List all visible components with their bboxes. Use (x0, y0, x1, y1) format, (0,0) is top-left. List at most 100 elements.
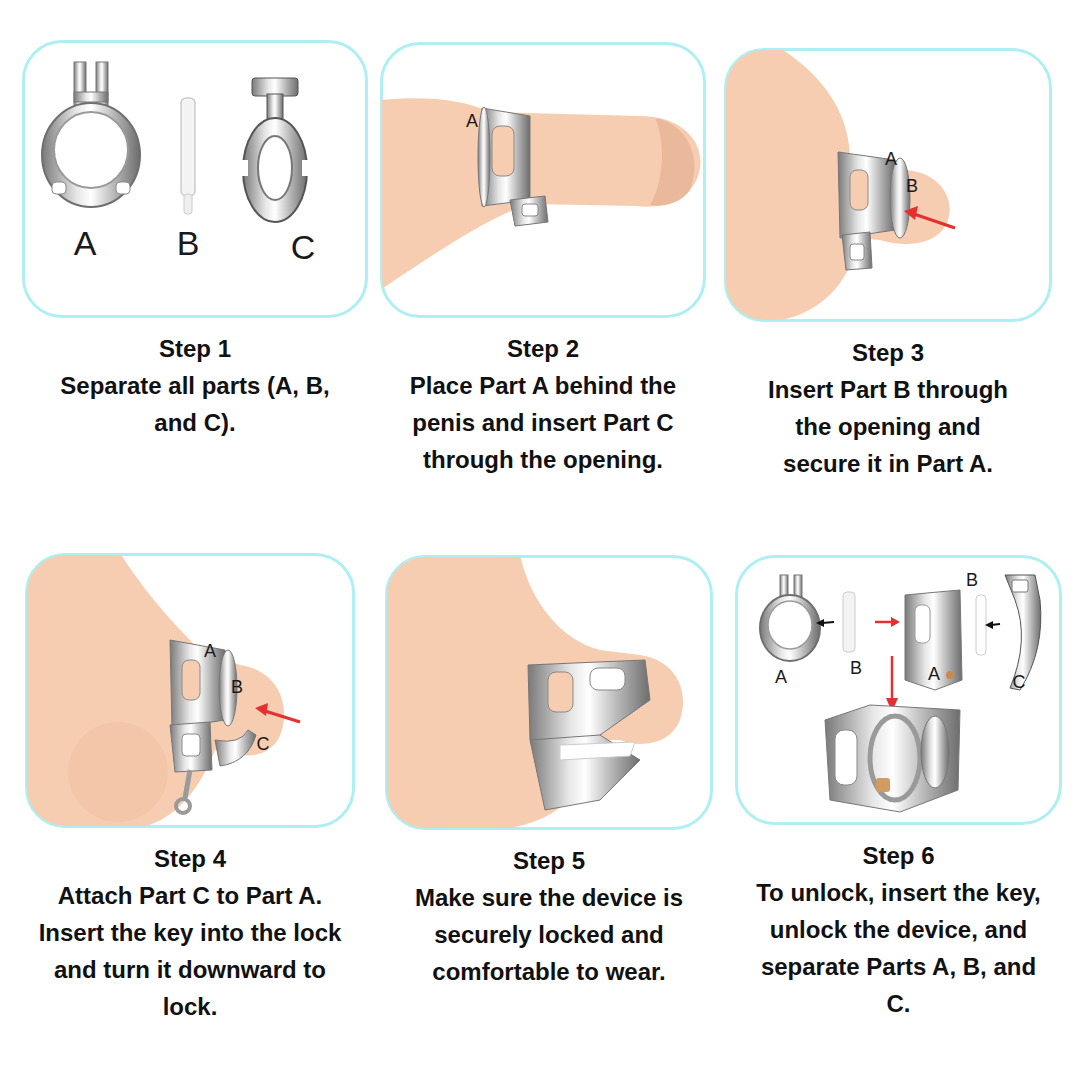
parts-exploded-shape (240, 160, 248, 176)
step-instruction: Place Part A behind the penis and insert… (407, 367, 679, 478)
parts-exploded-shape (116, 182, 130, 194)
unlock-illustration-shape (976, 595, 986, 655)
parts-exploded-shape (42, 103, 140, 207)
worn-illustration-shape (590, 668, 625, 690)
part-label: B (906, 177, 918, 195)
fitting-illustration-shape (382, 98, 700, 290)
locking-illustration-shape (170, 640, 225, 728)
step-instruction: Insert Part B through the opening and se… (765, 371, 1011, 482)
part-label: A (74, 226, 97, 260)
fitting-illustration-shape (482, 108, 530, 206)
unlock-illustration-shape (794, 575, 802, 600)
worn-illustration-shape (528, 660, 650, 760)
fitting-illustration-shape (522, 204, 538, 216)
unlock-illustration-shape (870, 716, 920, 800)
unlock-illustration-shape (875, 621, 892, 624)
step-caption: Step 5Make sure the device is securely l… (393, 842, 705, 990)
step-panel: Step 3Insert Part B through the opening … (724, 48, 1052, 322)
unlock-illustration-shape (891, 617, 900, 627)
locking-illustration-shape (182, 734, 200, 756)
locking-illustration-shape (215, 730, 256, 766)
part-label: C (291, 230, 316, 264)
part-label: B (231, 678, 243, 696)
step-caption: Step 6To unlock, insert the key, unlock … (749, 837, 1049, 1022)
unlock-illustration-shape (891, 656, 894, 700)
parts-exploded-shape (252, 78, 298, 96)
step-caption: Step 2Place Part A behind the penis and … (407, 330, 679, 478)
unlock-illustration-shape (780, 575, 788, 600)
worn-illustration-shape (548, 672, 573, 712)
step-caption: Step 4Attach Part C to Part A. Insert th… (30, 840, 350, 1025)
parts-exploded-shape (96, 62, 108, 112)
fitting-illustration-shape (890, 158, 910, 238)
step-title: Step 4 (30, 840, 350, 877)
step-instruction: To unlock, insert the key, unlock the de… (749, 874, 1049, 1022)
unlock-illustration-shape (1012, 580, 1028, 592)
unlock-illustration (760, 575, 1041, 812)
step-caption: Step 1Separate all parts (A, B, and C). (60, 330, 330, 441)
unlock-illustration-shape (905, 590, 962, 690)
fitting-illustration-shape (904, 206, 918, 220)
fitting-illustration-shape (838, 152, 895, 238)
unlock-illustration-shape (825, 705, 960, 812)
fitting-illustration-shape (492, 126, 514, 176)
unlock-illustration-shape (822, 622, 834, 623)
locking-illustration-shape (182, 660, 200, 700)
part-label: A (885, 150, 897, 168)
worn-illustration-shape (530, 735, 640, 810)
part-label: C (257, 735, 270, 753)
locking-illustration-shape (27, 555, 284, 826)
fitting-illustration-shape (478, 107, 490, 207)
step-panel: Step 6To unlock, insert the key, unlock … (735, 555, 1062, 825)
locking-illustration-shape (68, 722, 168, 822)
step-panel: Step 4Attach Part C to Part A. Insert th… (25, 553, 355, 828)
parts-exploded (42, 62, 310, 222)
worn-illustration (387, 557, 683, 828)
fitting-illustration-shape (510, 196, 548, 226)
worn-illustration-shape (560, 742, 635, 760)
parts-exploded-shape (258, 136, 292, 200)
fitting-illustration-shape (842, 232, 872, 270)
parts-exploded-shape (243, 118, 307, 222)
fitting-illustration-shape (914, 214, 955, 228)
unlock-illustration-shape (1005, 575, 1041, 690)
locking-illustration-shape (185, 770, 190, 798)
step-instruction: Make sure the device is securely locked … (393, 879, 705, 990)
parts-exploded-shape (267, 94, 283, 120)
parts-exploded-shape (74, 92, 108, 102)
unlock-illustration-shape (991, 624, 1000, 625)
part-label: B (966, 571, 978, 589)
parts-exploded-shape (54, 112, 128, 188)
part-label: A (466, 112, 478, 130)
step-panel: Step 5Make sure the device is securely l… (385, 555, 713, 830)
part-label: A (204, 642, 216, 660)
fitting-illustration (726, 50, 955, 320)
parts-exploded-shape (181, 98, 195, 196)
step-title: Step 6 (749, 837, 1049, 874)
unlock-illustration-shape (843, 592, 855, 652)
fitting-illustration (382, 98, 700, 290)
unlock-illustration-shape (915, 605, 930, 643)
unlock-illustration-shape (876, 778, 890, 792)
unlock-illustration-shape (921, 716, 949, 788)
unlock-illustration-shape (985, 621, 993, 629)
step-panel: Step 1Separate all parts (A, B, and C). (22, 40, 368, 318)
locking-illustration (27, 555, 300, 826)
step-caption: Step 3Insert Part B through the opening … (765, 334, 1011, 482)
fitting-illustration-shape (850, 170, 868, 210)
unlock-illustration-shape (886, 698, 898, 712)
step-title: Step 5 (393, 842, 705, 879)
unlock-illustration-shape (816, 619, 824, 627)
locking-illustration-shape (219, 650, 237, 726)
locking-illustration-shape (170, 722, 212, 772)
locking-illustration-shape (255, 703, 268, 716)
locking-illustration-shape (265, 711, 300, 722)
worn-illustration-shape (387, 557, 683, 828)
fitting-illustration-shape (726, 50, 950, 320)
parts-exploded-shape (74, 62, 86, 112)
fitting-illustration-shape (850, 244, 864, 260)
part-label: A (928, 665, 940, 683)
unlock-illustration-shape (768, 601, 812, 649)
locking-illustration-shape (176, 799, 190, 813)
